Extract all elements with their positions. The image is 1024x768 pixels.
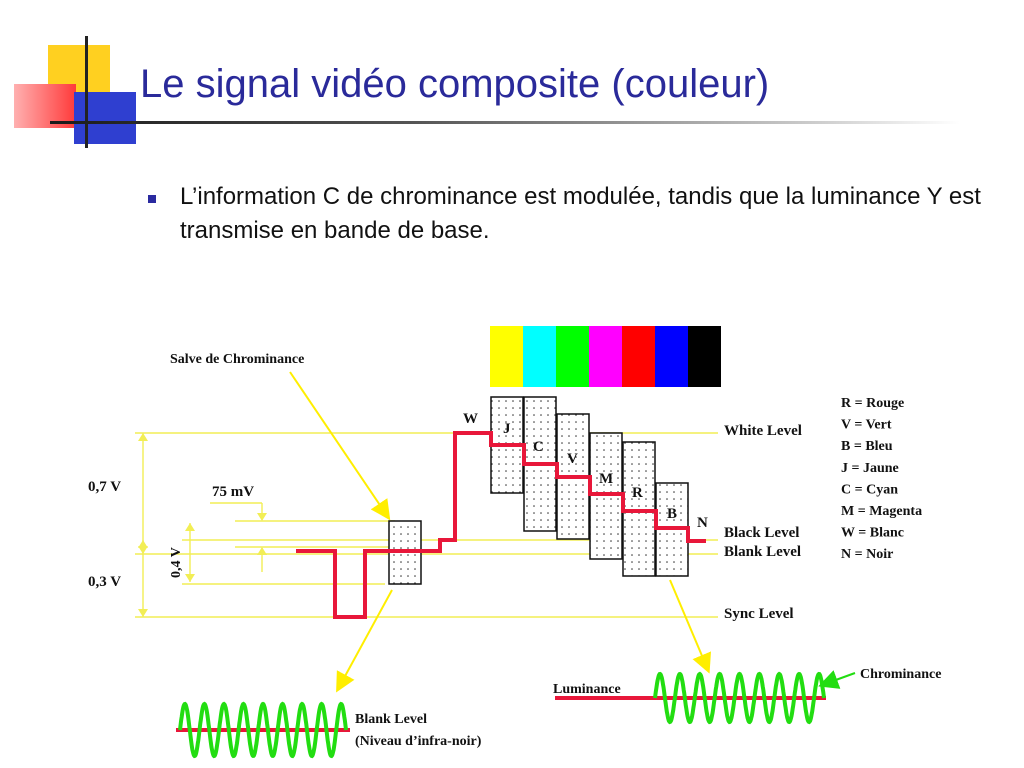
chrominance-pointer-arrow [818,670,856,689]
legend-item-4: C = Cyan [841,482,898,497]
logo-vertical-line [85,36,88,148]
color-legend: R = Rouge V = Vert B = Bleu J = Jaune C = Cy… [841,396,922,562]
slide-title: Le signal vidéo composite (couleur) [140,62,770,106]
color-bar-4 [622,326,655,387]
black-level-label: Black Level [724,525,799,541]
bullet-text: L’information C de chrominance est modul… [180,183,981,244]
color-bar-1 [523,326,556,387]
bottom-blank-level-label: Blank Level [355,712,427,727]
legend-item-0: R = Rouge [841,396,904,411]
bar-letter-b: B [667,506,677,522]
bar-letter-w: W [463,411,478,427]
dimension-arrowheads [138,433,267,617]
label-03v: 0,3 V [88,574,121,590]
logo-square-blue [74,92,136,144]
white-level-label: White Level [724,423,802,439]
luminance-label: Luminance [553,682,621,697]
bar-letter-n: N [697,515,708,531]
blank-level-label: Blank Level [724,544,801,560]
label-04v: 0,4 V [169,547,184,578]
color-bar-0 [490,326,523,387]
bar-letter-c: C [533,439,544,455]
bar-letter-m: M [599,471,613,487]
bottom-infra-noir-label: (Niveau d’infra-noir) [355,734,482,749]
legend-item-1: V = Vert [841,418,892,433]
bar-letter-labels: W J C V M R B N [463,411,708,531]
bar-letter-v: V [567,451,578,467]
pointer-arrows [289,371,711,693]
burst-waveform [178,701,348,759]
legend-item-2: B = Bleu [841,439,893,454]
legend-item-5: M = Magenta [841,504,922,519]
legend-item-6: W = Blanc [841,526,904,541]
chrominance-label: Chrominance [860,667,941,682]
color-bar-strip [490,326,721,387]
sync-level-label: Sync Level [724,606,794,622]
chroma-burst-label: Salve de Chrominance [170,352,304,367]
color-bar-2 [556,326,589,387]
legend-item-3: J = Jaune [841,461,899,476]
label-07v: 0,7 V [88,479,121,495]
bullet-marker [148,195,156,203]
chrominance-waveform [653,671,826,725]
color-bar-3 [589,326,622,387]
logo-square-red [14,84,76,128]
title-underline [50,121,960,124]
legend-item-7: N = Noir [841,547,893,562]
bar-letter-j: J [503,421,511,437]
chroma-boxes [388,396,689,585]
color-bar-5 [655,326,688,387]
label-75mv: 75 mV [212,484,254,500]
bar-letter-r: R [632,485,643,501]
color-bar-6 [688,326,721,387]
video-signal-line [296,431,706,619]
